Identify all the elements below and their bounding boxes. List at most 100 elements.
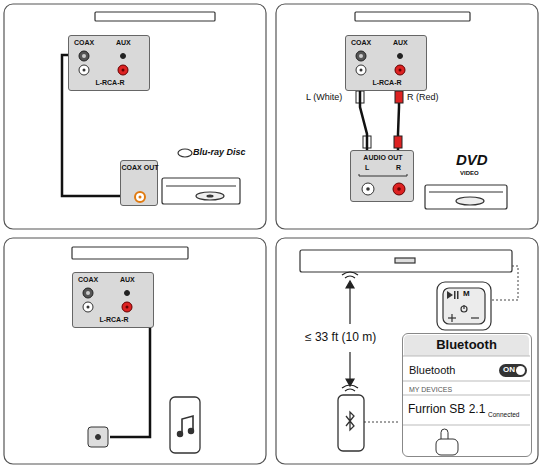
dvd-player	[429, 191, 503, 192]
node-text: COAX	[74, 39, 94, 47]
button-magnifier	[447, 291, 453, 299]
button-magnifier	[443, 288, 485, 324]
jack	[135, 192, 145, 202]
soundbar	[95, 12, 215, 21]
range-arrow	[349, 286, 350, 324]
label: L (White)	[306, 93, 342, 103]
node-text: R	[396, 164, 401, 172]
jack	[362, 183, 374, 195]
jack	[399, 69, 402, 72]
rca-plug	[394, 136, 402, 148]
smartphone	[338, 395, 364, 451]
jack	[122, 302, 132, 312]
signal-icon	[342, 385, 358, 388]
node-text: COAX	[78, 276, 98, 284]
node-text: L	[365, 164, 369, 172]
divider	[403, 425, 530, 426]
node-text: AUX	[120, 276, 135, 284]
panel-frame	[4, 4, 538, 464]
panel-art	[356, 51, 405, 75]
node-text: Bluetooth	[409, 364, 455, 376]
output-panel: AUDIO OUT L R	[350, 150, 414, 202]
node-text: Furrion SB 2.1	[408, 403, 485, 416]
aux-jack	[88, 427, 108, 447]
signal-icon	[342, 272, 358, 275]
toggle-switch: ON	[499, 364, 527, 377]
connection-panel: COAXAUXL-RCA-R	[68, 35, 150, 91]
bluray-player	[162, 149, 240, 204]
toggle-art	[516, 366, 525, 375]
node-text: MY DEVICES	[409, 386, 452, 394]
cable	[360, 91, 367, 150]
bluray-player	[207, 195, 213, 197]
button-magnifier	[451, 314, 452, 322]
bluray-player	[178, 149, 192, 157]
node-text: Connected	[488, 411, 519, 418]
button-magnifier	[454, 291, 456, 299]
label: DVD	[456, 152, 488, 169]
node-text: Bluetooth	[403, 338, 530, 352]
smartphone	[188, 428, 193, 433]
bluray-player	[166, 185, 236, 186]
jack	[395, 65, 405, 75]
button-magnifier	[471, 317, 479, 318]
jack	[125, 291, 130, 296]
jack	[118, 65, 128, 75]
panel-frame	[4, 4, 266, 229]
jack	[366, 187, 370, 191]
soundbar	[395, 258, 415, 263]
jack	[126, 306, 129, 309]
panel-frame	[4, 238, 266, 464]
panel-frame	[276, 238, 538, 464]
node-text: AUDIO OUT	[351, 154, 415, 162]
range-arrow	[346, 281, 354, 288]
smartphone	[182, 416, 193, 434]
divider	[403, 356, 530, 357]
pointing-hand	[436, 439, 458, 455]
node-art	[403, 334, 533, 458]
jack	[516, 366, 525, 375]
node-text: L-RCA-R	[73, 316, 155, 324]
label: ≤ 33 ft (10 m)	[303, 330, 378, 345]
jack	[87, 306, 90, 309]
jack	[360, 69, 363, 72]
rca-plug	[395, 91, 403, 103]
button-magnifier	[437, 282, 491, 330]
jack	[122, 69, 125, 72]
jack	[86, 291, 90, 295]
bracket	[359, 174, 407, 176]
range-arrow	[349, 352, 350, 381]
smartphone	[170, 397, 200, 453]
audio-art	[359, 174, 407, 195]
aux-jack	[96, 435, 101, 440]
signal-icon	[345, 389, 355, 391]
jack	[393, 183, 405, 195]
output-panel: COAX OUT	[120, 160, 158, 206]
jack	[83, 288, 93, 298]
soundbar	[72, 247, 188, 259]
label: R (Red)	[407, 93, 439, 103]
jack	[139, 196, 142, 199]
leader-dotted	[491, 266, 518, 300]
aux-jack	[88, 427, 108, 447]
jack	[83, 302, 93, 312]
device-row: Furrion SB 2.1Connected	[403, 396, 530, 424]
button-magnifier	[437, 282, 491, 330]
screen-art	[403, 335, 530, 455]
divider	[403, 381, 530, 382]
smartphone	[170, 397, 200, 453]
dvd-player	[425, 185, 507, 209]
button-magnifier	[457, 291, 459, 299]
jack	[79, 65, 89, 75]
bluray-player	[196, 192, 224, 200]
signal-icon	[345, 276, 355, 278]
connection-panel: COAX AUX L-RCA-R	[72, 272, 154, 328]
jack	[82, 54, 86, 58]
node-text: AUX	[116, 39, 131, 47]
label: M	[463, 290, 470, 299]
smartphone	[177, 431, 182, 436]
bluray-player	[162, 178, 240, 204]
